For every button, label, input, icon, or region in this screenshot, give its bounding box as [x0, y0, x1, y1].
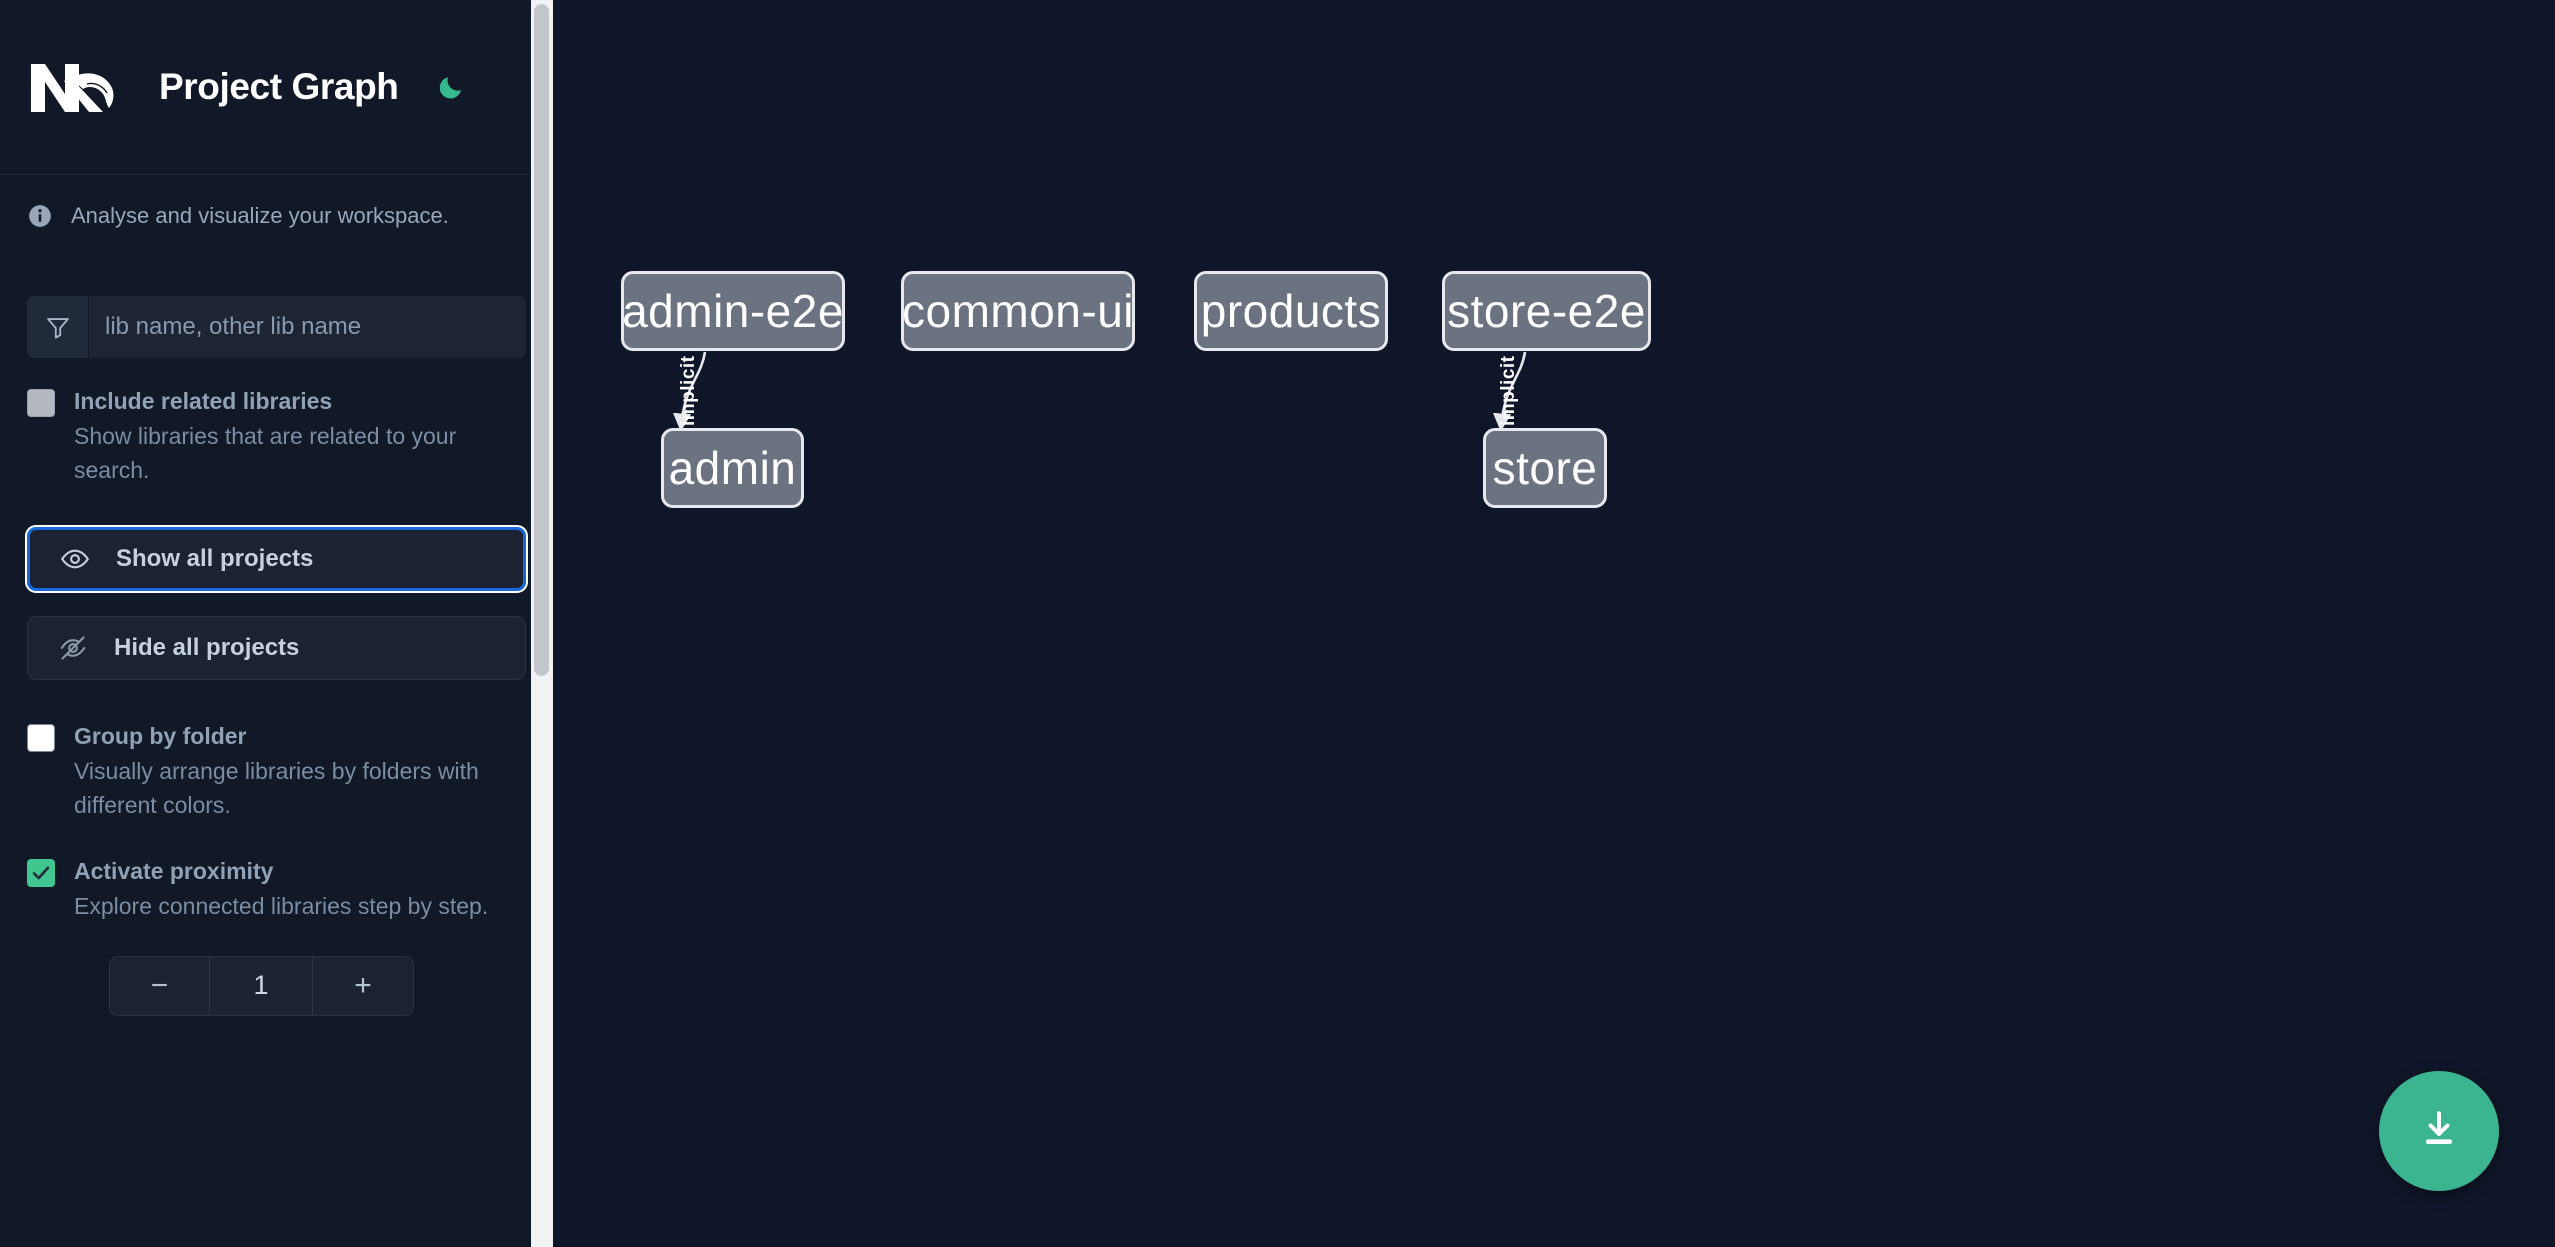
proximity-stepper: − 1 +: [109, 955, 414, 1016]
option-label: Activate proximity: [74, 858, 274, 885]
proximity-increment-button[interactable]: +: [313, 956, 413, 1015]
sidebar-scrollbar-thumb[interactable]: [534, 4, 549, 676]
show-all-projects-label: Show all projects: [116, 545, 314, 573]
sidebar: Project Graph Analyse and visualize yo: [0, 0, 553, 1247]
search-bar: [27, 296, 526, 358]
option-label: Group by folder: [74, 723, 247, 750]
group-by-folder-checkbox[interactable]: [27, 724, 55, 753]
option-include-related-libraries: Include related libraries Show libraries…: [0, 385, 553, 487]
hide-all-projects-label: Hide all projects: [114, 634, 300, 662]
graph-edges: [672, 351, 1527, 432]
hide-all-projects-button[interactable]: Hide all projects: [27, 616, 526, 681]
edge-label-admin-implicit: implicit: [678, 355, 699, 426]
activate-proximity-checkbox[interactable]: [27, 859, 55, 888]
show-all-projects-button[interactable]: Show all projects: [25, 525, 528, 594]
option-activate-proximity: Activate proximity Explore connected lib…: [0, 855, 553, 924]
eye-off-icon: [56, 631, 90, 665]
sidebar-scrollbar-track[interactable]: [531, 0, 553, 1247]
page-title: Project Graph: [159, 66, 399, 107]
moon-icon[interactable]: [431, 67, 471, 107]
info-icon: [27, 203, 53, 229]
project-visibility-actions: Show all projects Hide all projects: [0, 525, 553, 681]
nx-logo-icon: [27, 56, 123, 118]
graph-node-products[interactable]: products: [1194, 271, 1388, 351]
graph-node-admin-e2e[interactable]: admin-e2e: [621, 271, 845, 351]
graph-node-common-ui[interactable]: common-ui: [901, 271, 1135, 351]
graph-node-store[interactable]: store: [1483, 428, 1607, 508]
option-label: Include related libraries: [74, 388, 333, 414]
option-description: Explore connected libraries step by step…: [74, 893, 489, 920]
tagline-text: Analyse and visualize your workspace.: [71, 203, 449, 228]
tagline: Analyse and visualize your workspace.: [0, 175, 553, 257]
option-description: Show libraries that are related to your …: [74, 423, 457, 483]
edge-label-store-implicit: implicit: [1498, 355, 1519, 426]
sidebar-header: Project Graph: [0, 0, 553, 175]
proximity-value: 1: [210, 956, 313, 1015]
download-image-button[interactable]: [2379, 1071, 2499, 1191]
proximity-decrement-button[interactable]: −: [110, 956, 210, 1015]
eye-icon: [58, 542, 92, 576]
filter-funnel-icon[interactable]: [27, 296, 89, 358]
option-group-by-folder: Group by folder Visually arrange librari…: [0, 720, 553, 822]
proximity-stepper-row: − 1 +: [0, 955, 553, 1016]
option-description: Visually arrange libraries by folders wi…: [74, 758, 479, 818]
include-related-libraries-checkbox: [27, 389, 55, 417]
download-icon: [2416, 1106, 2462, 1157]
graph-node-admin[interactable]: admin: [661, 428, 804, 508]
search-input[interactable]: [89, 296, 526, 358]
graph-node-store-e2e[interactable]: store-e2e: [1442, 271, 1651, 351]
graph-canvas[interactable]: admin-e2e common-ui products store-e2e a…: [553, 0, 2555, 1247]
